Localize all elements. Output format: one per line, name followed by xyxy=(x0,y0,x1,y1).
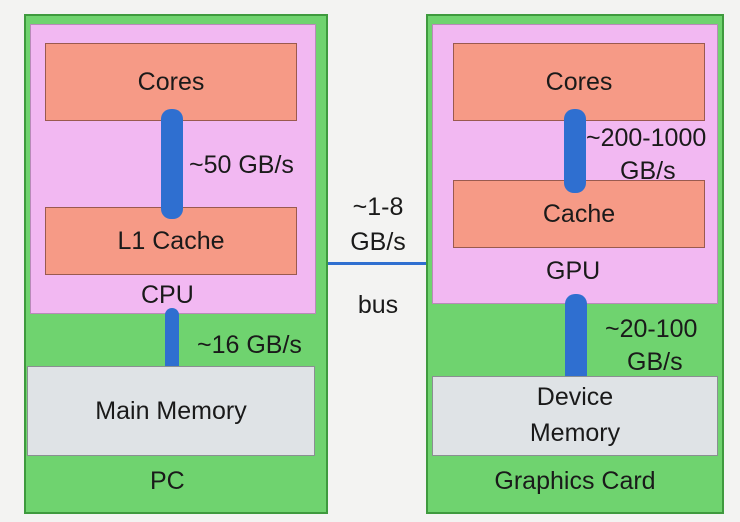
bw-gpu-mem-line1: ~20-100 xyxy=(605,315,698,343)
bw-cores-cache-line1: ~200-1000 xyxy=(586,124,707,152)
l1-cache-label: L1 Cache xyxy=(117,226,225,255)
bw-cores-cache-line2: GB/s xyxy=(620,157,676,185)
bus-line xyxy=(328,262,428,265)
gpu-cores-label: Cores xyxy=(545,67,613,96)
gpu-cache-label: Cache xyxy=(542,199,616,228)
gpu-cache-box: Cache xyxy=(453,180,705,248)
pc-title: PC xyxy=(150,467,185,495)
device-memory-line1: Device xyxy=(536,383,614,411)
cpu-memory-link xyxy=(165,308,179,374)
bus-bandwidth-line2: GB/s xyxy=(350,228,406,256)
bw-cpu-mem-label: ~16 GB/s xyxy=(197,331,302,359)
gpu-memory-link xyxy=(565,294,587,386)
gpu-label: GPU xyxy=(546,257,601,285)
cores-l1-link xyxy=(161,109,183,219)
bus-bandwidth-line1: ~1-8 xyxy=(352,193,404,221)
gpu-cores-box: Cores xyxy=(453,43,705,121)
graphics-card-title: Graphics Card xyxy=(494,467,656,495)
device-memory-line2: Memory xyxy=(529,419,621,447)
bus-label: bus xyxy=(357,291,399,319)
l1-cache-box: L1 Cache xyxy=(45,207,297,275)
main-memory-label: Main Memory xyxy=(95,396,247,425)
main-memory-box: Main Memory xyxy=(27,366,315,456)
cpu-label: CPU xyxy=(141,281,194,309)
device-memory-box xyxy=(432,376,718,456)
bw-gpu-mem-line2: GB/s xyxy=(627,348,683,376)
pc-cores-label: Cores xyxy=(137,67,205,96)
bw-cores-l1-label: ~50 GB/s xyxy=(189,151,294,179)
cores-cache-link xyxy=(564,109,586,193)
